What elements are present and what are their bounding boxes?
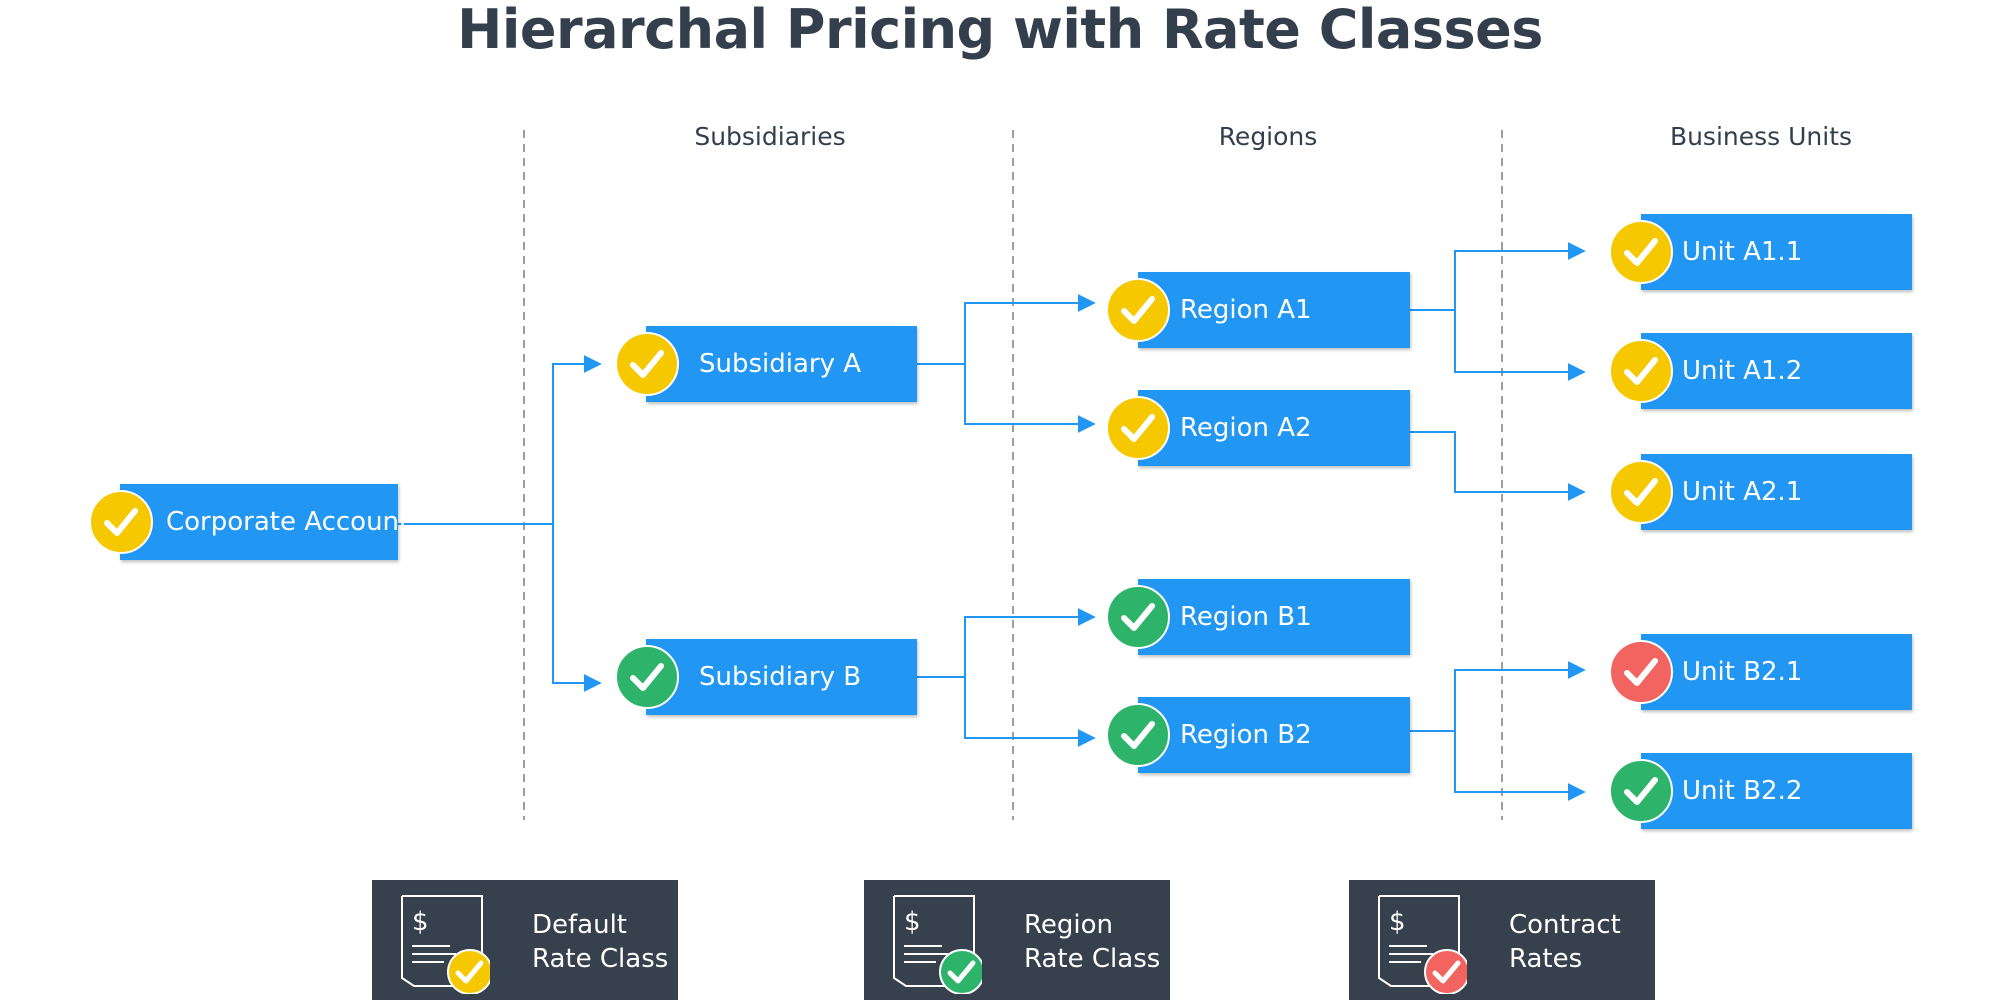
node-region-a1[interactable]: Region A1 xyxy=(1138,272,1410,348)
price-document-icon: $ xyxy=(400,894,493,995)
connector-region-a2-to-unit-a21 xyxy=(1410,431,1586,501)
node-unit-b2-2[interactable]: Unit B2.2 xyxy=(1641,753,1912,829)
node-label: Unit A2.1 xyxy=(1682,477,1803,507)
legend-label: Region Rate Class xyxy=(1024,908,1160,976)
price-document-icon: $ xyxy=(1377,894,1470,995)
node-label: Region B2 xyxy=(1180,720,1312,750)
check-badge-icon xyxy=(1609,640,1673,704)
diagram-title: Hierarchal Pricing with Rate Classes xyxy=(457,0,1543,61)
connector-region-b2-to-unit-b22 xyxy=(1454,731,1586,801)
connector-region-b2-to-unit-b21 xyxy=(1410,661,1586,732)
price-document-icon: $ xyxy=(892,894,985,995)
legend-label-line2: Rate Class xyxy=(1024,944,1161,974)
check-badge-icon xyxy=(1609,759,1673,823)
node-unit-a2-1[interactable]: Unit A2.1 xyxy=(1641,454,1912,530)
check-badge-icon xyxy=(89,490,153,554)
node-region-b1[interactable]: Region B1 xyxy=(1138,579,1410,655)
node-label: Region A2 xyxy=(1180,413,1312,443)
check-badge-icon xyxy=(1609,339,1673,403)
legend-label-line2: Rate Class xyxy=(532,944,669,974)
legend-label: Contract Rates xyxy=(1509,908,1621,976)
svg-text:$: $ xyxy=(1389,907,1406,937)
node-label: Unit B2.2 xyxy=(1682,776,1803,806)
node-subsidiary-a[interactable]: Subsidiary A xyxy=(646,326,917,402)
check-badge-icon xyxy=(1106,278,1170,342)
check-badge-icon xyxy=(615,645,679,709)
svg-text:$: $ xyxy=(412,907,429,937)
node-label: Region B1 xyxy=(1180,602,1312,632)
node-label: Subsidiary B xyxy=(699,662,862,692)
legend-region-rate-class: $ Region Rate Class xyxy=(864,880,1170,1000)
legend-label-line1: Default xyxy=(532,910,627,940)
node-label: Corporate Account xyxy=(166,507,410,537)
connector-region-a1-to-unit-a11 xyxy=(1410,242,1586,311)
connector-subsidiary-b-to-region-b1 xyxy=(917,608,1096,678)
legend-default-rate-class: $ Default Rate Class xyxy=(372,880,678,1000)
legend-label-line2: Rates xyxy=(1509,944,1583,974)
node-subsidiary-b[interactable]: Subsidiary B xyxy=(646,639,917,715)
connector-subsidiary-b-to-region-b2 xyxy=(964,677,1096,747)
svg-text:$: $ xyxy=(904,907,921,937)
column-header-business-units: Business Units xyxy=(1669,122,1853,151)
legend-label-line1: Region xyxy=(1024,910,1114,940)
check-badge-icon xyxy=(1106,585,1170,649)
node-region-b2[interactable]: Region B2 xyxy=(1138,697,1410,773)
legend-contract-rates: $ Contract Rates xyxy=(1349,880,1655,1000)
column-header-regions: Regions xyxy=(1218,122,1318,151)
connector-corporate-to-subsidiary-a xyxy=(398,355,602,525)
node-unit-b2-1[interactable]: Unit B2.1 xyxy=(1641,634,1912,710)
legend-label: Default Rate Class xyxy=(532,908,668,976)
node-unit-a1-1[interactable]: Unit A1.1 xyxy=(1641,214,1912,290)
node-label: Unit B2.1 xyxy=(1682,657,1803,687)
connector-region-a1-to-unit-a12 xyxy=(1454,310,1586,381)
node-label: Region A1 xyxy=(1180,295,1312,325)
check-badge-icon xyxy=(615,332,679,396)
connector-corporate-to-subsidiary-b xyxy=(552,524,602,692)
node-label: Unit A1.1 xyxy=(1682,237,1803,267)
check-badge-icon xyxy=(1106,396,1170,460)
connector-subsidiary-a-to-region-a2 xyxy=(964,364,1096,433)
column-header-subsidiaries: Subsidiaries xyxy=(694,122,846,151)
legend-label-line1: Contract xyxy=(1509,910,1621,940)
node-unit-a1-2[interactable]: Unit A1.2 xyxy=(1641,333,1912,409)
check-badge-icon xyxy=(1609,220,1673,284)
node-label: Unit A1.2 xyxy=(1682,356,1803,386)
node-label: Subsidiary A xyxy=(699,349,862,379)
node-region-a2[interactable]: Region A2 xyxy=(1138,390,1410,466)
check-badge-icon xyxy=(1609,460,1673,524)
node-corporate-account[interactable]: Corporate Account xyxy=(120,484,409,560)
connector-subsidiary-a-to-region-a1 xyxy=(917,294,1096,365)
check-badge-icon xyxy=(1106,703,1170,767)
